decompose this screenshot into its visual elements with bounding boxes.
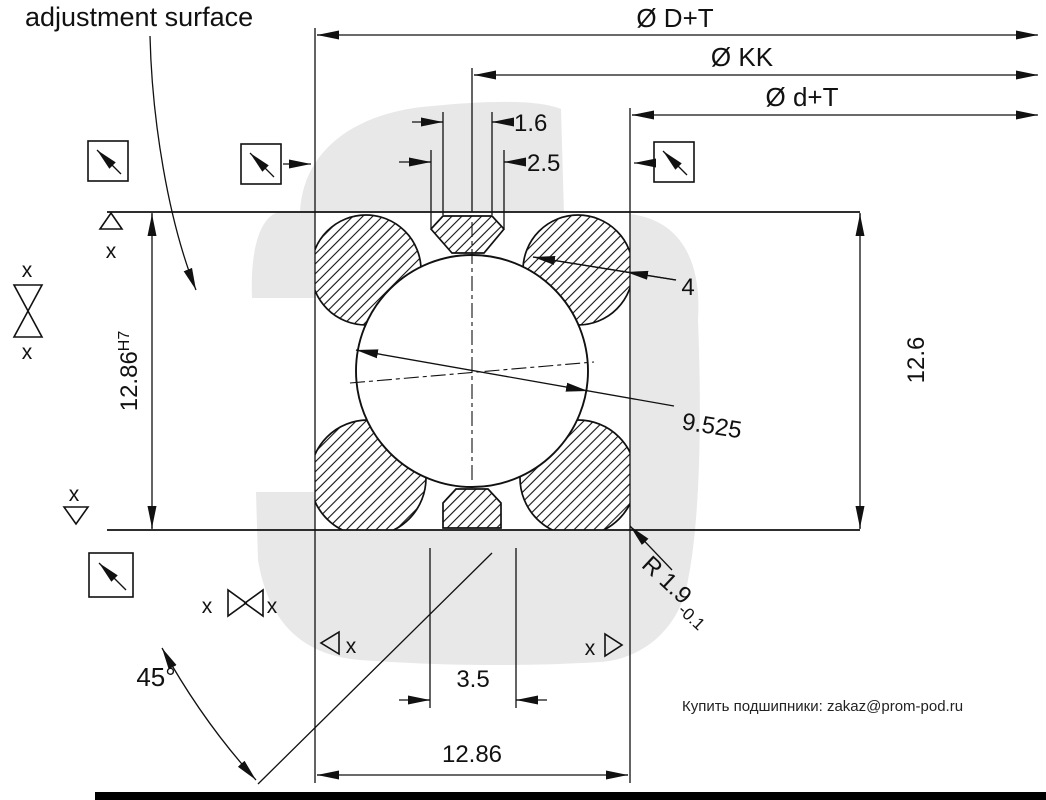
surface-finish-icon — [88, 552, 134, 598]
dim-bottom-width-label: 12.86 — [442, 741, 502, 768]
dim-bottom-width: 12.86 — [317, 741, 628, 780]
dim-bottom-small: 3.5 — [399, 548, 547, 708]
section-cut-shapes — [315, 214, 630, 530]
dim-angle-45-label: 45° — [136, 662, 175, 692]
dim-dia-inner: Ø d+T — [632, 82, 1038, 120]
lay-mark-left-lower: x — [62, 483, 90, 526]
lay-mark-x: x — [22, 341, 33, 364]
callout-groove-count: 4 — [532, 256, 695, 301]
dim-bottom-small-label: 3.5 — [456, 666, 489, 693]
callout-groove-count-label: 4 — [681, 274, 694, 301]
note-adjustment-surface: adjustment surface — [25, 2, 253, 291]
lay-mark-x: x — [267, 595, 278, 618]
angle-arc — [161, 647, 257, 781]
dim-2-5: 2.5 — [399, 150, 560, 228]
dim-height-left-label: 12.86H7 — [116, 331, 143, 412]
note-adjustment-surface-leader — [149, 35, 197, 291]
lay-mark-bottom-right-triangle: x — [585, 632, 624, 660]
dim-height-left: 12.86H7 — [116, 213, 157, 529]
lay-mark-bottom-bowtie: x x — [202, 588, 278, 618]
keystone-bottom — [442, 488, 502, 529]
keystone-top — [429, 215, 506, 254]
lay-mark-bottom-left-triangle: x — [319, 630, 357, 658]
lay-mark-x: x — [202, 595, 213, 618]
lay-mark-x: x — [585, 637, 596, 660]
lay-mark-left-hourglass: x x — [12, 259, 44, 364]
dim-1-6-label: 1.6 — [514, 110, 547, 137]
surface-finish-icon — [87, 140, 129, 182]
lay-mark-x: x — [22, 259, 33, 282]
dim-height-left-tolerance: H7 — [116, 331, 133, 352]
dim-height-left-value: 12.86 — [116, 351, 143, 411]
note-adjustment-surface-label: adjustment surface — [25, 2, 253, 32]
dim-dia-kk-label: Ø KK — [711, 42, 774, 72]
centerlines — [349, 222, 595, 480]
angle-diagonal-line — [257, 552, 493, 785]
dim-height-right: 12.6 — [855, 213, 930, 529]
lay-mark-x: x — [69, 483, 80, 506]
dim-1-6: 1.6 — [412, 110, 547, 215]
lay-mark-top-left: x — [98, 211, 124, 263]
lay-mark-x: x — [106, 240, 117, 263]
surface-finish-icon — [634, 141, 695, 183]
footer-contact: Купить подшипники: zakaz@prom-pod.ru — [682, 698, 963, 715]
dim-dia-outer: Ø D+T — [317, 3, 1038, 40]
construction-lines — [107, 28, 860, 783]
dim-dia-kk: Ø KK — [474, 42, 1038, 80]
dim-2-5-label: 2.5 — [527, 150, 560, 177]
centerline-horizontal — [349, 361, 595, 384]
dim-angle-45: 45° — [136, 552, 493, 785]
dim-dia-outer-label: Ø D+T — [636, 3, 713, 33]
surface-finish-icon — [240, 143, 311, 185]
dim-dia-inner-label: Ø d+T — [766, 82, 839, 112]
dim-height-right-label: 12.6 — [903, 337, 930, 384]
lay-mark-x: x — [346, 635, 357, 658]
bottom-border-bar — [95, 792, 1046, 800]
